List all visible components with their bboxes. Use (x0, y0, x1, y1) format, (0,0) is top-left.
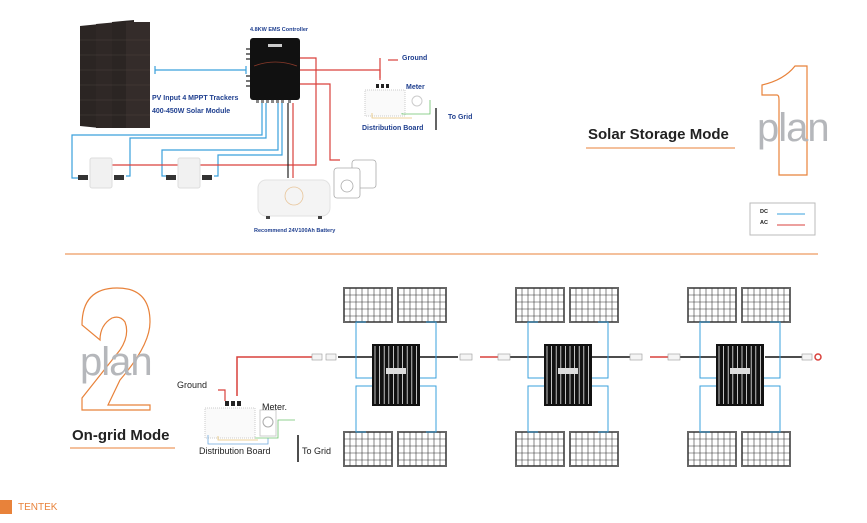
end-cap-icon (814, 353, 822, 361)
legend-ac-label: AC (760, 220, 768, 226)
dc-link-pv (154, 66, 247, 74)
solar-panel (515, 287, 565, 323)
legend-dc-label: DC (760, 209, 768, 215)
plan2-numeral-outline (81, 287, 151, 411)
dc-wire (355, 321, 437, 433)
ground-label-2: Ground (177, 380, 208, 390)
solar-panel (343, 431, 393, 467)
ems-controller (246, 38, 300, 103)
solar-panel (397, 431, 447, 467)
appliance (333, 159, 377, 199)
pv-input-label: PV Input 4 MPPT Trackers (152, 95, 239, 102)
solar-panel (569, 287, 619, 323)
pv-module-label: 400-450W Solar Module (152, 108, 231, 115)
plan1-word: plan (757, 106, 830, 150)
meter-label-2: Meter. (262, 402, 288, 412)
distribution-board-2 (204, 389, 299, 462)
inverter-label-plate (558, 368, 578, 374)
brand-logo-icon (0, 500, 12, 514)
distribution-board-label: Distribution Board (362, 125, 424, 132)
plan2-mode-title: On-grid Mode (72, 427, 170, 444)
ac-wiring (90, 57, 398, 178)
inverter-label-plate (730, 368, 750, 374)
microinverter-1 (78, 157, 124, 189)
battery (257, 179, 331, 219)
brand-name: TENTEK (18, 502, 58, 513)
to-grid-label-2: To Grid (302, 446, 332, 456)
dc-wire (699, 321, 781, 433)
controller-label: 4.8KW EMS Controller (250, 27, 309, 33)
ac-connectors (311, 353, 813, 361)
legend-box (749, 202, 816, 236)
microinverter-group-1 (343, 287, 447, 467)
solar-panel (515, 431, 565, 467)
battery-label: Recommend 24V100Ah Battery (254, 228, 336, 234)
plan1-mode-title: Solar Storage Mode (588, 126, 729, 143)
solar-panel (343, 287, 393, 323)
microinverter-group-2 (515, 287, 619, 467)
solar-panel-stack (80, 20, 150, 128)
dc-wire (527, 321, 609, 433)
solar-panel (687, 287, 737, 323)
meter-label: Meter (406, 84, 425, 91)
solar-panel (397, 287, 447, 323)
dc-wiring (71, 103, 283, 179)
inverter-label-plate (386, 368, 406, 374)
plan1-numeral-outline (761, 65, 808, 176)
solar-panel (741, 287, 791, 323)
ground-label: Ground (402, 55, 428, 62)
solar-panel (687, 431, 737, 467)
solar-panel (741, 431, 791, 467)
microinverter-2 (166, 157, 212, 189)
solar-panel (569, 431, 619, 467)
microinverter-group-3 (687, 287, 791, 467)
plan2-word: plan (80, 340, 153, 384)
to-grid-label: To Grid (448, 114, 473, 121)
distribution-board-1 (364, 84, 437, 130)
distribution-board-label-2: Distribution Board (199, 446, 271, 456)
